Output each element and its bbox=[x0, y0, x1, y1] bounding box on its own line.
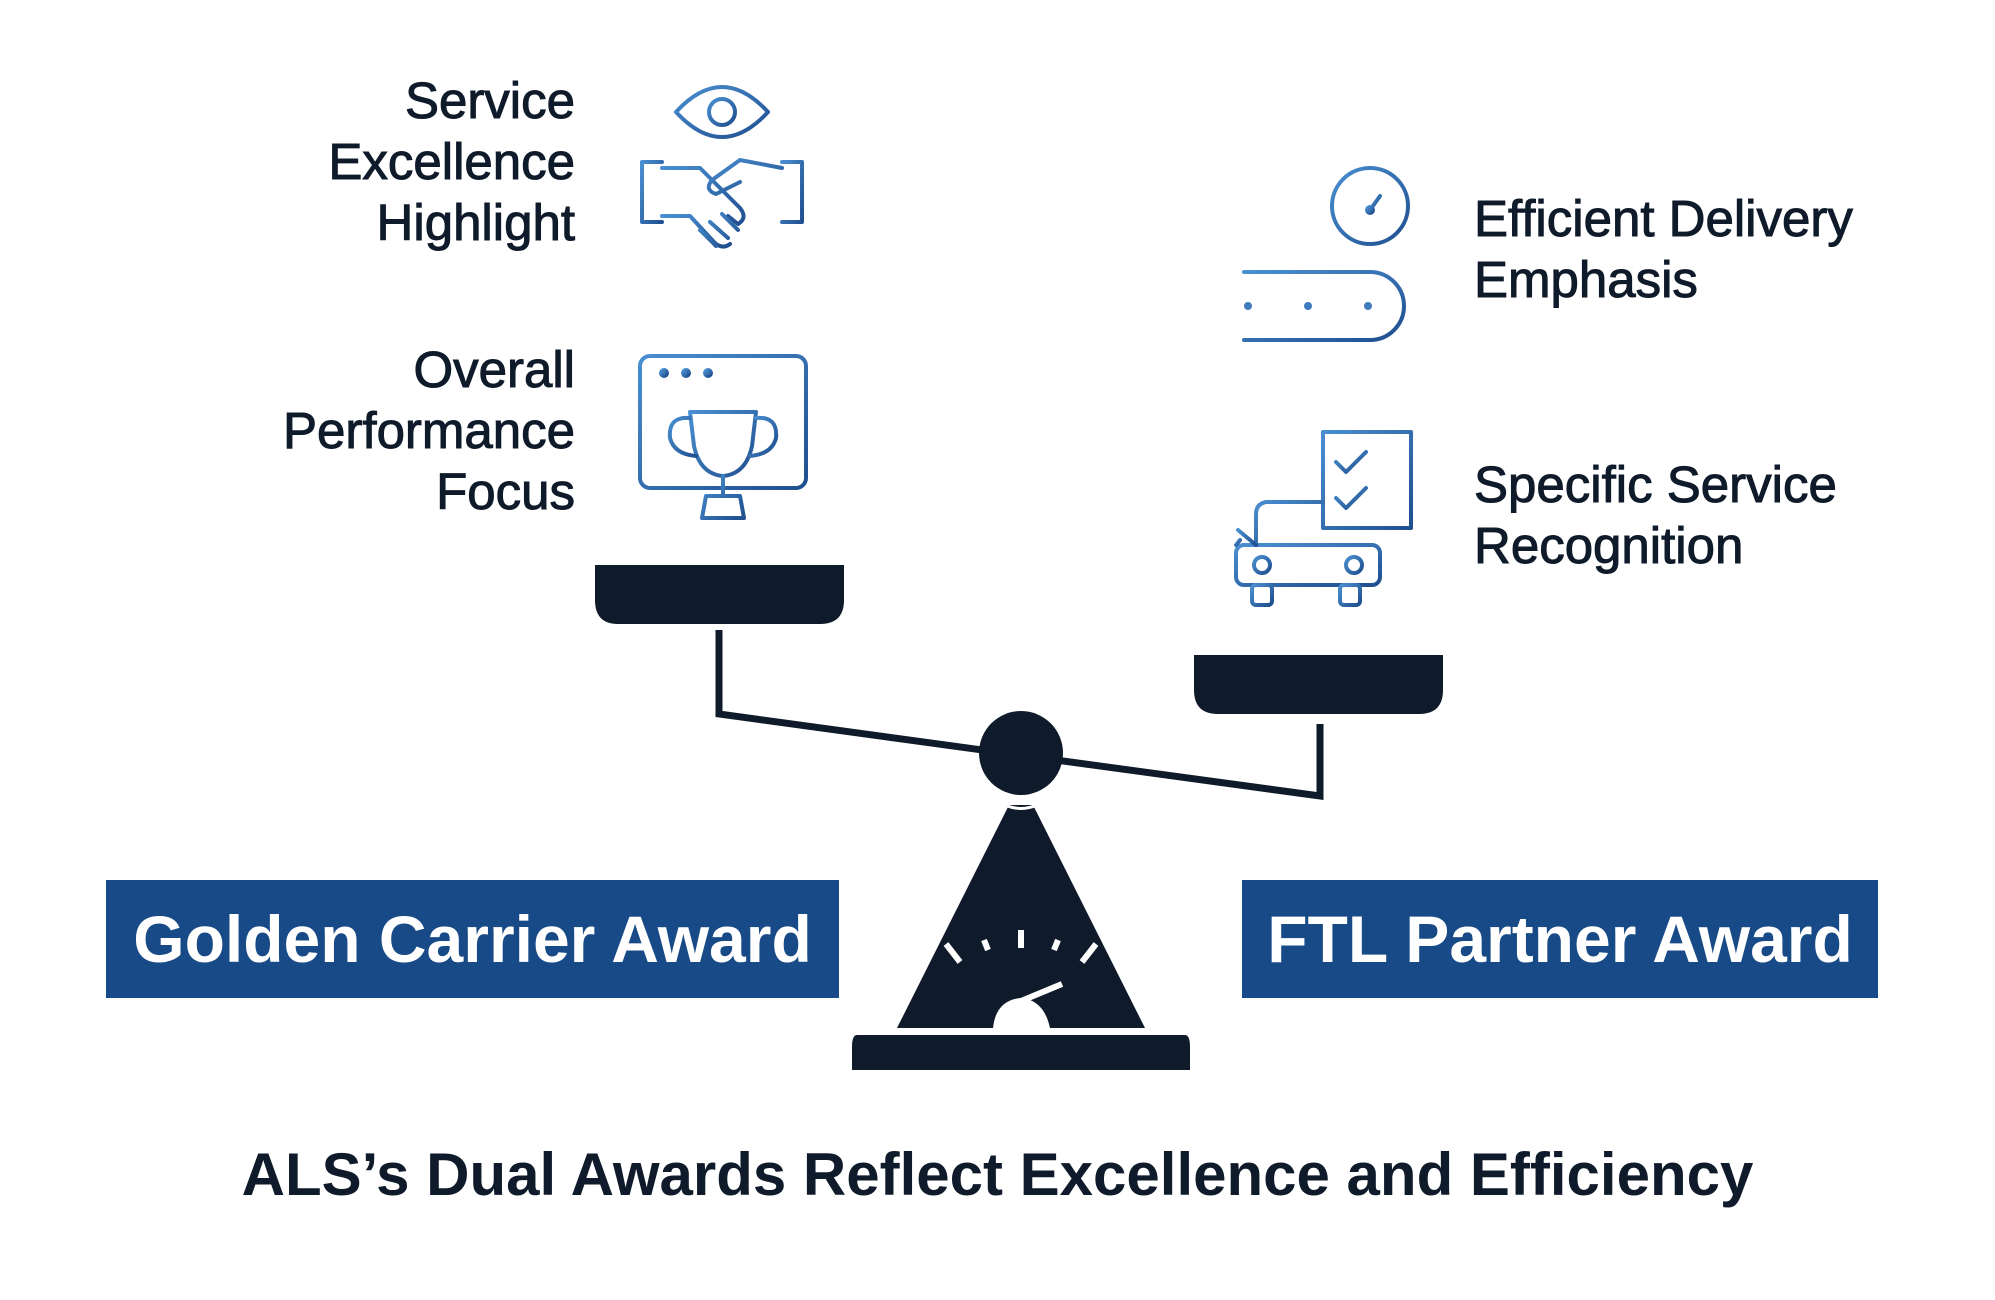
label-line: Excellence bbox=[328, 133, 576, 191]
timer-conveyor-icon bbox=[1242, 166, 1410, 342]
service-excellence-label: Service Excellence Highlight bbox=[220, 70, 576, 253]
pivot bbox=[979, 711, 1063, 795]
diagram-caption: ALS’s Dual Awards Reflect Excellence and… bbox=[241, 1141, 1754, 1208]
golden-carrier-award-badge: Golden Carrier Award bbox=[106, 880, 839, 998]
label-line: Overall bbox=[413, 341, 576, 399]
scale-stand bbox=[897, 805, 1145, 1028]
left-pan bbox=[595, 565, 844, 624]
label-line: Recognition bbox=[1474, 517, 1744, 575]
ftl-partner-award-badge: FTL Partner Award bbox=[1242, 880, 1878, 998]
label-line: Highlight bbox=[376, 194, 575, 252]
efficient-delivery-label: Efficient Delivery Emphasis bbox=[1474, 188, 1954, 310]
right-pan bbox=[1194, 655, 1443, 714]
trophy-window-icon bbox=[638, 354, 808, 520]
specific-service-label: Specific Service Recognition bbox=[1474, 454, 1954, 576]
label-line: Emphasis bbox=[1474, 251, 1699, 309]
eye-handshake-icon bbox=[640, 85, 804, 249]
label-line: Focus bbox=[436, 463, 576, 521]
label-line: Performance bbox=[283, 402, 576, 460]
balance-scale bbox=[595, 565, 1443, 1070]
overall-performance-label: Overall Performance Focus bbox=[175, 339, 576, 522]
label-line: Specific Service bbox=[1474, 456, 1838, 514]
label-line: Service bbox=[404, 72, 575, 130]
label-line: Efficient Delivery bbox=[1474, 190, 1854, 248]
truck-checklist-icon bbox=[1234, 430, 1413, 607]
scale-base bbox=[852, 1035, 1190, 1070]
